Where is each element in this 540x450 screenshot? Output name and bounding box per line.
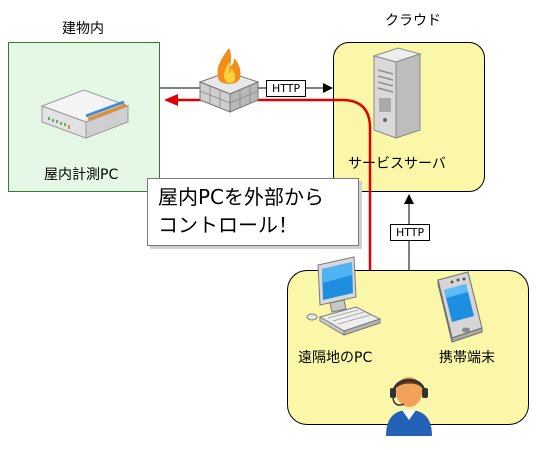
router-icon — [40, 89, 130, 139]
firewall-icon — [198, 48, 260, 113]
remote-pc-label: 遠隔地のPC — [298, 350, 373, 366]
callout-line-1: 屋内PCを外部から — [158, 185, 325, 209]
http-tag-vertical: HTTP — [390, 224, 431, 241]
control-callout: 屋内PCを外部から コントロール！ — [147, 178, 359, 246]
callout-line-2: コントロール！ — [158, 213, 298, 237]
pda-icon — [437, 271, 483, 343]
server-icon — [372, 47, 422, 139]
user-headset-icon — [386, 377, 432, 436]
cloud-label: クラウド — [385, 13, 441, 29]
mobile-label: 携帯端末 — [439, 350, 495, 366]
service-server-label: サービスサーバ — [348, 156, 446, 172]
indoor-pc-label: 屋内計測PC — [44, 167, 119, 183]
building-label: 建物内 — [62, 21, 104, 37]
http-tag-top: HTTP — [266, 80, 307, 97]
control-arrow — [164, 94, 372, 270]
computer-icon — [306, 256, 382, 336]
